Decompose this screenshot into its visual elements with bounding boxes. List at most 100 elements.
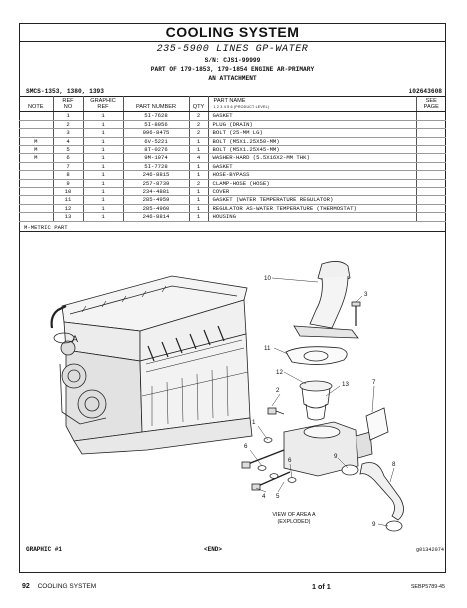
qty-cell: 1 [189,162,209,172]
qty-cell: 1 [189,145,209,155]
part-name-cell: CLAMP-HOSE (HOSE) [208,179,417,189]
serial-number: S/N: CJS1-99999 [204,57,261,64]
ref-no-cell: 1 [53,111,84,121]
callout-1: 1 [252,419,256,426]
see-page-cell [416,195,446,205]
see-page-cell [416,111,446,121]
part-number-cell: 096-8475 [123,128,190,138]
footer-left: 92 COOLING SYSTEM [22,583,96,590]
part-name-cell: HOSE-BYPASS [208,170,417,180]
group-line: 235-5900 LINES GP-WATER [156,44,309,55]
see-page-cell [416,170,446,180]
part-number-cell: 257-8739 [123,179,190,189]
part-of-line: PART OF 179-1853, 179-1854 ENGINE AR-PRI… [150,66,315,73]
part-name-cell: REGULATOR AS-WATER TEMPERATURE (THERMOST… [208,204,417,214]
callout-7: 7 [372,379,376,386]
part-name-cell: GASKET [208,162,417,172]
note-cell [19,212,54,222]
qty-cell: 1 [189,204,209,214]
see-page-cell [416,153,446,163]
section-divider [19,231,446,232]
see-page-cell [416,137,446,147]
engine-illustration [50,275,253,455]
part-number-cell: 6V-5221 [123,137,190,147]
callout-11: 11 [264,345,271,352]
qty-cell: 2 [189,179,209,189]
see-page-cell [416,179,446,189]
graphic-ref-cell: 1 [83,187,124,197]
note-cell: M [19,145,54,155]
part-name-cell: BOLT (25-MM LG) [208,128,417,138]
page-of-indicator: 1 of 1 [312,582,331,591]
note-cell: M [19,137,54,147]
part-name-cell: BOLT (M5X1.25X50-MM) [208,137,417,147]
ref-no-cell: 9 [53,179,84,189]
header-part-number: PART NUMBER [123,95,190,113]
parts-table: NOTE REF NO GRAPHIC REF PART NUMBER QTY … [19,95,446,222]
graphic-ref-cell: 1 [83,204,124,214]
header-see-page: SEE PAGE [416,95,446,113]
graphic-ref-cell: 1 [83,111,124,121]
graphic-ref-cell: 1 [83,137,124,147]
header-note: NOTE [19,95,54,113]
view-label-line1: VIEW OF AREA A [272,512,316,518]
ref-no-cell: 3 [53,128,84,138]
ref-no-cell: 6 [53,153,84,163]
part-name-cell: GASKET (WATER TEMPERATURE REGULATOR) [208,195,417,205]
graphic-ref-cell: 1 [83,145,124,155]
note-cell [19,111,54,121]
qty-cell: 1 [189,170,209,180]
see-page-cell [416,162,446,172]
note-cell [19,120,54,130]
graphic-ref-cell: 1 [83,128,124,138]
callout-3: 3 [364,291,368,298]
graphic-ref-cell: 1 [83,212,124,222]
note-cell [19,204,54,214]
part-number-cell: 246-8815 [123,170,190,180]
part-name-cell: GASKET [208,111,417,121]
callout-5: 5 [276,493,280,500]
part-number-cell: 5I-7628 [123,111,190,121]
page-frame [19,23,446,573]
table-header-row: NOTE REF NO GRAPHIC REF PART NUMBER QTY … [19,95,446,113]
qty-cell: 2 [189,111,209,121]
qty-cell: 1 [189,195,209,205]
header-qty: QTY [189,95,209,113]
part-number-cell: 5I-8056 [123,120,190,130]
graphic-ref-cell: 1 [83,170,124,180]
ref-no-cell: 13 [53,212,84,222]
part-name-cell: PLUG (DRAIN) [208,120,417,130]
graphic-ref-cell: 1 [83,179,124,189]
graphic-label: GRAPHIC #1 [26,546,63,553]
note-cell [19,179,54,189]
graphic-ref-cell: 1 [83,195,124,205]
area-a-label: A [72,334,78,344]
callout-10: 10 [264,275,271,282]
ref-no-cell: 5 [53,145,84,155]
callout-labels: 10 3 11 12 13 7 2 1 6 6 5 4 8 9 9 [244,275,396,528]
footer-section: COOLING SYSTEM [37,583,97,590]
graphic-ref-cell: 1 [83,153,124,163]
part-number-cell: 246-8814 [123,212,190,222]
graphic-code: g01342074 [415,547,444,553]
see-page-cell [416,204,446,214]
attachment-line: AN ATTACHMENT [208,75,257,82]
part-name-cell: BOLT (M5X1.25X45-MM) [208,145,417,155]
end-marker: <END> [204,546,223,553]
part-number-cell: 9M-1974 [123,153,190,163]
part-number-cell: 285-4959 [123,195,190,205]
callout-12: 12 [276,369,283,376]
callout-9a: 9 [334,453,338,460]
qty-cell: 1 [189,137,209,147]
graphic-ref-cell: 1 [83,120,124,130]
